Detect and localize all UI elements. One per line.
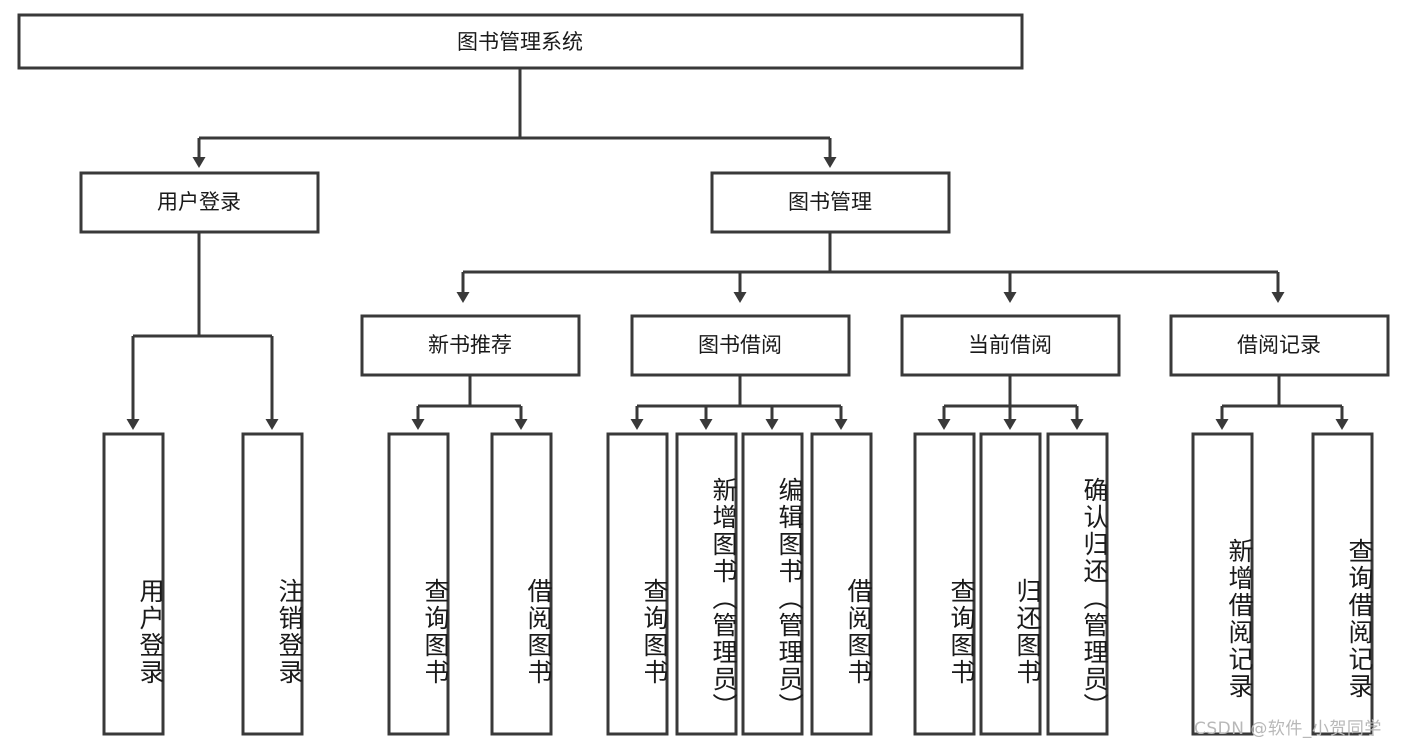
leaf-node-borrow-books-recommend[interactable] (490, 432, 553, 736)
edge-current-borrow-bus (937, 375, 1084, 430)
leaf-node-query-books-borrow[interactable] (606, 432, 669, 736)
leaf-node-confirm-return-admin[interactable] (1046, 432, 1109, 736)
node-book-borrow[interactable]: 图书借阅 (630, 314, 851, 377)
watermark-text: CSDN @软件_小贺同学 (1194, 719, 1382, 739)
leaf-node-query-books-current[interactable] (913, 432, 976, 736)
node-user-login[interactable]: 用户登录 (79, 171, 320, 234)
edge-new-book-recommend-bus (411, 375, 528, 430)
node-borrow-record[interactable]: 借阅记录 (1169, 314, 1390, 377)
leaf-node-return-book[interactable] (979, 432, 1042, 736)
edge-user-login-bus (126, 232, 279, 430)
node-root-label: 图书管理系统 (457, 30, 583, 54)
leaf-node-query-borrow-record[interactable] (1311, 432, 1374, 736)
node-book-borrow-label: 图书借阅 (698, 333, 782, 357)
node-book-management-label: 图书管理 (788, 190, 872, 214)
node-current-borrow[interactable]: 当前借阅 (900, 314, 1121, 377)
edge-borrow-record-bus (1215, 375, 1349, 430)
node-borrow-record-label: 借阅记录 (1237, 333, 1321, 357)
leaf-node-add-book-admin[interactable] (675, 432, 738, 736)
leaf-node-logout[interactable] (241, 432, 304, 736)
edge-book-borrow-bus (630, 375, 848, 430)
node-new-book-recommend[interactable]: 新书推荐 (360, 314, 581, 377)
leaf-node-edit-book-admin[interactable] (741, 432, 804, 736)
node-book-management[interactable]: 图书管理 (710, 171, 951, 234)
edge-root-bus (199, 68, 830, 140)
node-user-login-label: 用户登录 (157, 190, 241, 214)
leaf-node-user-login[interactable] (102, 432, 165, 736)
leaf-node-add-borrow-record[interactable] (1191, 432, 1254, 736)
node-root[interactable]: 图书管理系统 (17, 13, 1024, 70)
edge-book-mgmt-bus (456, 232, 1285, 303)
node-new-book-recommend-label: 新书推荐 (428, 333, 512, 357)
leaf-node-query-books-recommend[interactable] (387, 432, 450, 736)
leaf-node-borrow-book[interactable] (810, 432, 873, 736)
node-current-borrow-label: 当前借阅 (968, 333, 1052, 357)
